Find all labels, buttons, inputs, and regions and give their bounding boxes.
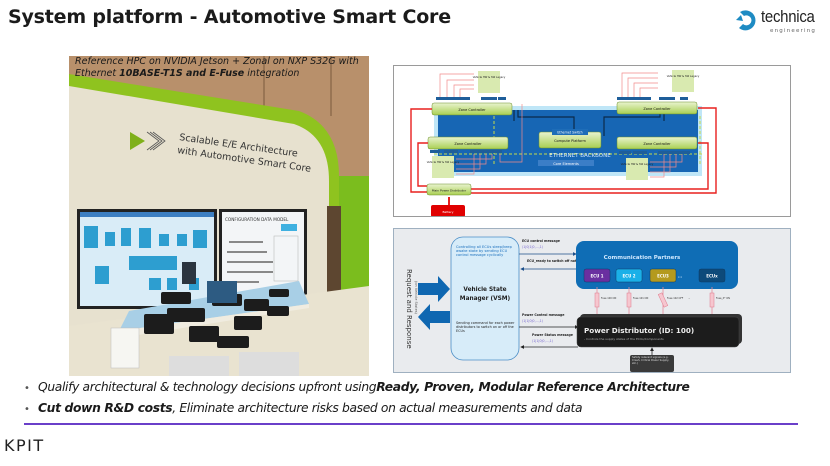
svg-text:Communication Partners: Communication Partners: [604, 255, 681, 261]
power-distributor: Power Distributor (ID: 100): [576, 314, 742, 348]
svg-text:Zone Controller: Zone Controller: [454, 142, 482, 146]
fuse: Fuse 101 ON: [626, 287, 648, 315]
svg-text:(1|1|0|0,...,1): (1|1|0|0,...,1): [532, 339, 553, 343]
legacy-box: Vehicle HW & SW Legacy Vehicle HW & SW L…: [427, 70, 700, 180]
bullet-bold: Cut down R&D costs: [38, 401, 173, 415]
ecu-box: ECU3: [649, 268, 677, 283]
fuse-label: ...: [688, 297, 691, 300]
bullet-text: , Eliminate architecture risks based on …: [172, 401, 583, 415]
svg-text:Vehicle HW & SW Legacy: Vehicle HW & SW Legacy: [621, 162, 654, 166]
bullet-dot-icon: •: [24, 404, 30, 415]
zone-controller-top-right: Zone Controller: [616, 101, 698, 115]
svg-text:Ethernet Switch: Ethernet Switch: [557, 131, 582, 135]
bullet-text: Qualify architectural & technology decis…: [38, 380, 377, 394]
svg-text:Zone Controller: Zone Controller: [458, 108, 486, 112]
photo-caption: Reference HPC on NVIDIA Jetson + Zonal o…: [75, 56, 375, 79]
main-power-distributor: Main Power Distributor: [426, 183, 472, 196]
svg-text:Zone Controller: Zone Controller: [643, 142, 671, 146]
bullet-dot-icon: •: [24, 383, 30, 394]
ecu-box: ECUx: [698, 268, 726, 283]
monitor-title: CONFIGURATION DATA MODEL: [225, 217, 289, 222]
svg-text:Vehicle HW & SW Legacy: Vehicle HW & SW Legacy: [667, 74, 700, 78]
fuse: Fuse 102 OFF: [657, 287, 684, 315]
vsm-box: Controlling all ECUs sleep/keep awake st…: [450, 236, 520, 361]
power-dist-sub: - Controls the supply states of the ECUs…: [584, 337, 664, 341]
zone-controller-top-left: Zone Controller: [431, 102, 513, 116]
caption-bold: 10BASE-T1S and E-Fuse: [119, 67, 245, 79]
svg-text:Vehicle State: Vehicle State: [463, 287, 506, 293]
vsm-diagram: Request and Response (on Vehicle States)…: [393, 228, 791, 373]
technica-logo: technica engineering: [734, 5, 826, 41]
technica-swirl-icon: [736, 10, 756, 31]
booth-photo: Scalable E/E Architecture with Automotiv…: [69, 56, 369, 376]
fuse-label: Fuse_X* ON: [716, 297, 730, 300]
kpit-logo: KPIT: [4, 436, 45, 455]
fuse-label: Fuse 100 ON: [601, 297, 616, 300]
svg-text:Power Status message: Power Status message: [532, 333, 573, 337]
svg-text:Compute Platform: Compute Platform: [554, 139, 586, 143]
side-label: Request and Response: [405, 269, 413, 349]
ecu-label: ECU3: [657, 274, 669, 279]
svg-text:Zone Controller: Zone Controller: [643, 107, 671, 111]
svg-text:ECU_ready to switch off notifi: ECU_ready to switch off notification: [527, 259, 592, 263]
battery: Battery: [431, 205, 465, 216]
caption-text: Reference HPC on NVIDIA Jetson + Zonal o…: [75, 56, 359, 79]
bullet-item: • Cut down R&D costs, Eliminate architec…: [24, 401, 824, 422]
bullet-bold: Ready, Proven, Modular Reference Archite…: [376, 380, 690, 394]
ecu-box: ECU 1: [583, 268, 611, 283]
core-elements-label: Core Elements: [553, 162, 579, 166]
svg-text:(1|0|1|0,...,1): (1|0|1|0,...,1): [522, 245, 543, 249]
ecu-label: ECUx: [706, 274, 718, 279]
ecu-label: ECU 1: [590, 274, 603, 279]
svg-text:ECU control message: ECU control message: [522, 239, 560, 243]
svg-text:Power Distributor (ID: 100): Power Distributor (ID: 100): [584, 326, 694, 335]
caption-tail: integration: [244, 67, 300, 79]
fuse: Fuse 100 ON: [594, 287, 616, 315]
logo-brand: technica: [761, 7, 815, 26]
svg-text:Battery: Battery: [442, 210, 453, 214]
fuse-label: Fuse 101 ON: [633, 297, 648, 300]
request-arrow-icon: [418, 276, 450, 302]
zonal-topology-diagram: ETHERNET BACKBONE Core Elements Ethernet…: [393, 65, 791, 217]
fuse: ...: [688, 297, 691, 300]
response-arrow-icon: [418, 304, 450, 330]
bullet-item: • Qualify architectural & technology dec…: [24, 380, 824, 401]
compute-platform: Ethernet Switch Compute Platform: [538, 129, 602, 149]
ecu-label: ...: [678, 274, 683, 279]
zone-controller-bottom-right: Zone Controller: [616, 136, 698, 150]
logo-sub: engineering: [770, 28, 817, 34]
monitor-left: [77, 209, 217, 309]
ecu-label: ECU 2: [622, 274, 635, 279]
ecu-box: ...: [678, 274, 683, 279]
zone-controller-bottom-left: Zone Controller: [427, 136, 509, 150]
bullet-list: • Qualify architectural & technology dec…: [24, 380, 824, 422]
slide-title: System platform - Automotive Smart Core: [8, 6, 451, 28]
svg-text:Vehicle HW & SW Legacy: Vehicle HW & SW Legacy: [473, 75, 506, 79]
svg-text:Main Power Distributor: Main Power Distributor: [432, 189, 467, 193]
svg-text:Vehicle HW & SW Legacy: Vehicle HW & SW Legacy: [427, 160, 460, 164]
fuse: Fuse_X* ON: [709, 287, 730, 315]
bullet-divider: [24, 423, 798, 425]
fuse-label: Fuse 102 OFF: [667, 297, 684, 300]
side-sublabel: (on Vehicle States): [414, 281, 418, 315]
safety-box: Safety relevant signals (e.g. Crash, Cri…: [630, 355, 674, 372]
backbone-label: ETHERNET BACKBONE: [549, 153, 611, 159]
svg-text:Power Control message: Power Control message: [522, 313, 564, 317]
sign-arrow-icon: [130, 132, 145, 150]
svg-text:Manager (VSM): Manager (VSM): [460, 296, 511, 302]
ecu-box: ECU 2: [615, 268, 643, 283]
svg-text:(1|1|0|0,...,1): (1|1|0|0,...,1): [522, 319, 543, 323]
